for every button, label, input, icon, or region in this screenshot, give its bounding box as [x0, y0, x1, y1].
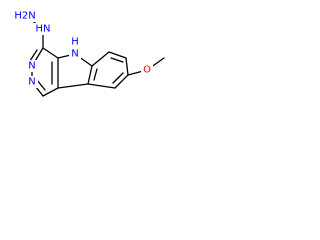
hydrazine-nh2-label: H2N	[14, 11, 35, 22]
molecule-structure: H2N HN N N N H O	[11, 10, 165, 97]
pyridazine-n-left-label-bg	[26, 60, 38, 72]
indole-n-label-bg	[69, 48, 81, 60]
indole-n-label: N	[71, 49, 78, 60]
hydrazine-nh-label-bg	[31, 23, 55, 35]
indole-h-label-bg	[69, 36, 81, 48]
bond-c8a-c8	[91, 51, 110, 67]
bond-c5-c4b	[87, 83, 116, 89]
bond-c6-c5	[114, 74, 129, 89]
bond-c8a-c4b	[87, 65, 93, 85]
bond-c8-c7	[108, 51, 127, 59]
bond-c6-c5-double	[112, 72, 124, 84]
atom-label-layer: H2N HN N N N H O	[11, 10, 153, 88]
ether-o-label: O	[143, 65, 151, 76]
indole-h-label: H	[71, 37, 79, 48]
pyridazine-n-bottom-label-bg	[26, 76, 38, 88]
hydrazine-nh-label: HN	[36, 24, 51, 35]
bond-c9a-c1	[42, 47, 59, 59]
pyridazine-n-bottom-label: N	[28, 77, 35, 88]
bond-c7-c6	[125, 57, 129, 76]
bond-c4-c4a	[42, 87, 59, 97]
hydrazine-nh2-label-bg	[11, 10, 39, 22]
bond-c8a-c4b-double	[93, 68, 98, 81]
bond-n3-c4-double	[36, 79, 46, 91]
pyridazine-n-left-label: N	[28, 61, 35, 72]
ether-o-label-bg	[141, 64, 153, 76]
bond-c8-c7-double	[110, 57, 124, 63]
bond-c4b-c4a	[57, 83, 89, 89]
